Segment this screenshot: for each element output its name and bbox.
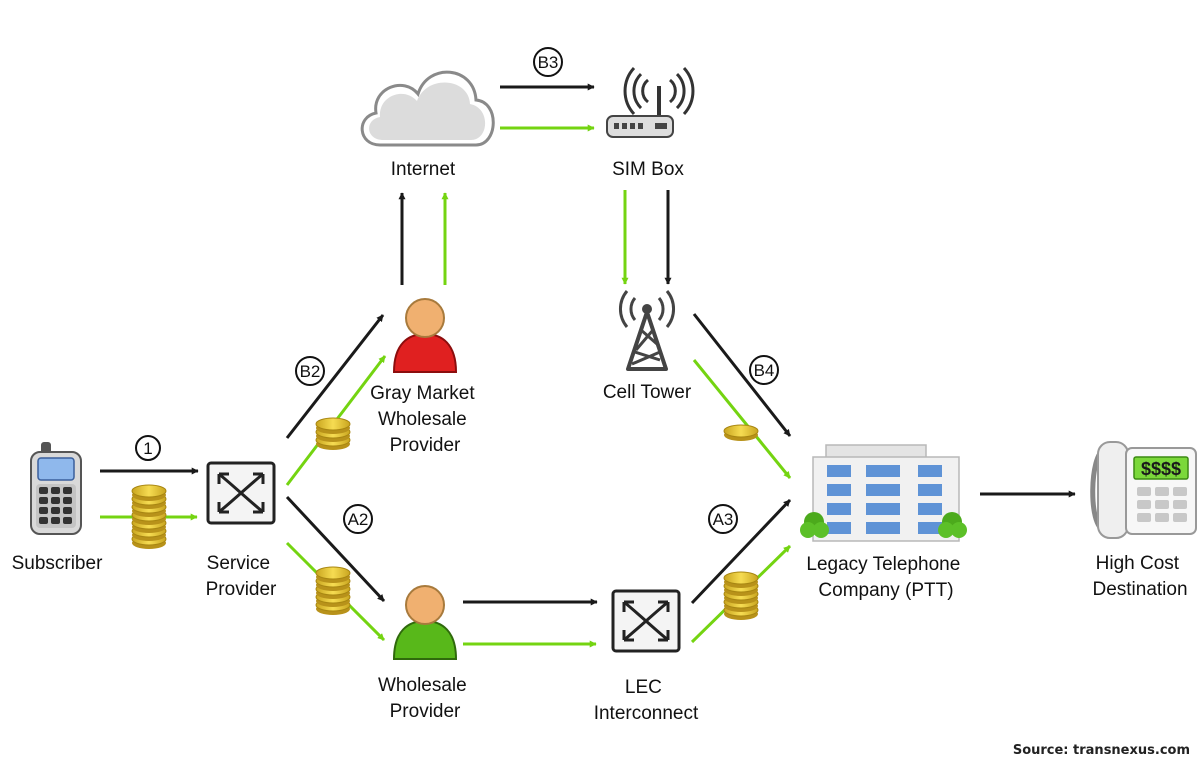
building-icon bbox=[800, 444, 967, 542]
internet-node: Internet bbox=[360, 70, 495, 180]
switch-icon bbox=[206, 461, 276, 525]
arrow-tower-to-ptt bbox=[692, 313, 792, 437]
source-credit: Source: transnexus.com bbox=[1013, 743, 1190, 758]
coin-stack-wholesale bbox=[315, 566, 351, 616]
destination-display-text: $$$$ bbox=[1141, 459, 1181, 479]
service-provider-node: Service Provider bbox=[206, 461, 277, 600]
arrow-provider-to-graymarket bbox=[285, 314, 385, 439]
wholesale-node: Wholesale Provider bbox=[378, 585, 472, 722]
router-icon bbox=[606, 66, 695, 138]
destination-label: High Cost Destination bbox=[1092, 553, 1187, 600]
svg-text:A2: A2 bbox=[348, 510, 369, 529]
lec-label: LEC Interconnect bbox=[594, 677, 699, 724]
ptt-node: Legacy Telephone Company (PTT) bbox=[800, 444, 967, 601]
subscriber-node: Subscriber bbox=[12, 442, 103, 574]
coin-stack-lec bbox=[723, 571, 759, 621]
coin-stack-graymarket bbox=[315, 417, 351, 451]
person-icon bbox=[392, 298, 458, 373]
wholesale-label: Wholesale Provider bbox=[378, 675, 472, 722]
cell-tower-icon bbox=[619, 290, 675, 371]
svg-text:B4: B4 bbox=[754, 361, 775, 380]
step-badge-a2: A2 bbox=[343, 504, 373, 534]
ptt-label: Legacy Telephone Company (PTT) bbox=[806, 554, 965, 601]
destination-node: $$$$ High Cost Destination bbox=[1090, 441, 1197, 600]
svg-text:1: 1 bbox=[143, 439, 152, 458]
payment-tower-to-ptt bbox=[692, 359, 792, 479]
gray-market-node: Gray Market Wholesale Provider bbox=[370, 298, 480, 456]
step-badge-b4: B4 bbox=[749, 355, 779, 385]
step-badge-1: 1 bbox=[135, 435, 161, 461]
simbox-node: SIM Box bbox=[606, 66, 695, 180]
step-badge-b2: B2 bbox=[295, 356, 325, 386]
cell-tower-node: Cell Tower bbox=[603, 290, 692, 403]
coin-stack-subscriber bbox=[131, 484, 167, 550]
cell-tower-label: Cell Tower bbox=[603, 382, 692, 403]
cell-phone-icon bbox=[30, 442, 82, 535]
svg-text:B2: B2 bbox=[300, 362, 321, 381]
coin-stack-tower bbox=[723, 424, 759, 442]
person-icon bbox=[392, 585, 458, 660]
step-badge-a3: A3 bbox=[708, 504, 738, 534]
simbox-label: SIM Box bbox=[612, 159, 684, 180]
svg-text:B3: B3 bbox=[538, 53, 559, 72]
service-provider-label: Service Provider bbox=[206, 553, 277, 600]
gray-market-label: Gray Market Wholesale Provider bbox=[370, 383, 480, 456]
internet-label: Internet bbox=[391, 159, 456, 180]
switch-icon bbox=[611, 589, 681, 653]
subscriber-label: Subscriber bbox=[12, 553, 103, 574]
step-badge-b3: B3 bbox=[533, 47, 563, 77]
desk-phone-icon: $$$$ bbox=[1090, 441, 1197, 539]
svg-text:A3: A3 bbox=[713, 510, 734, 529]
arrow-lec-to-ptt bbox=[690, 498, 792, 605]
arrow-provider-to-wholesale bbox=[285, 495, 386, 603]
lec-node: LEC Interconnect bbox=[594, 589, 699, 724]
cloud-icon bbox=[360, 70, 495, 147]
